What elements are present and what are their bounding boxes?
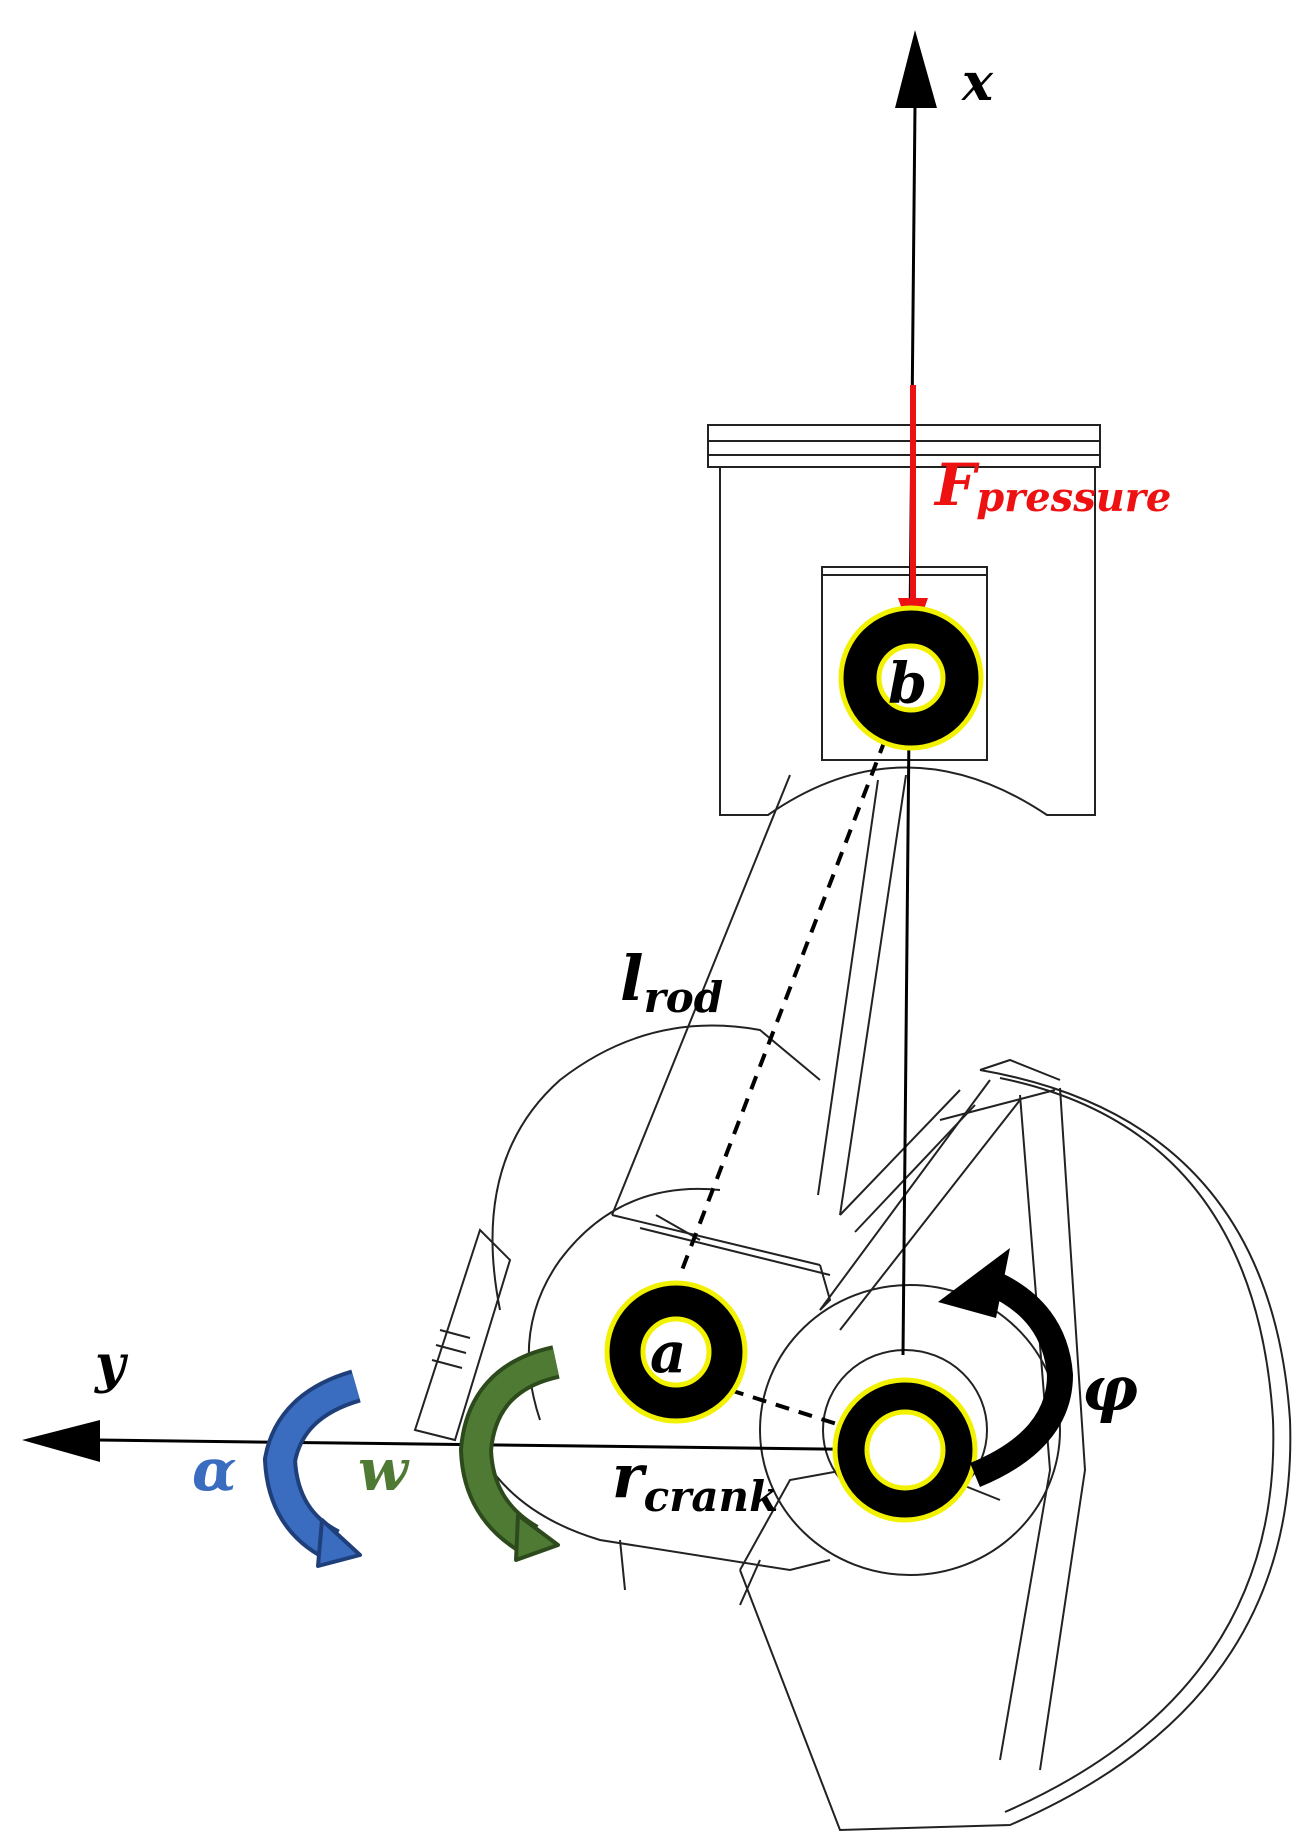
omega-label: w — [358, 1436, 410, 1504]
x-axis-arrowhead — [895, 30, 937, 108]
pressure-force-arrow — [898, 385, 928, 640]
pressure-force-main: F — [933, 451, 980, 519]
crank-radius-label: rcrank — [612, 1442, 778, 1521]
crank-radius-main: r — [612, 1442, 648, 1512]
joint-b — [838, 605, 984, 751]
y-axis-arrowhead — [22, 1420, 100, 1462]
y-axis-label: y — [94, 1334, 129, 1395]
pressure-force-label: Fpressure — [933, 451, 1171, 521]
crank-radius-line — [729, 1388, 841, 1427]
rod-length-label: lrod — [620, 942, 723, 1022]
joint-b-label: b — [888, 651, 927, 717]
phi-rotation-arrow — [938, 1248, 1074, 1488]
rod-length-subscript: rod — [644, 973, 724, 1022]
joint-crank-center — [832, 1377, 978, 1523]
phi-label: φ — [1082, 1352, 1138, 1425]
rod-length-main: l — [620, 942, 644, 1015]
alpha-rotation-arrow — [262, 1369, 362, 1568]
y-axis — [22, 1420, 904, 1462]
joint-a — [604, 1280, 748, 1424]
x-axis-label: x — [961, 52, 994, 113]
crank-side-block — [413, 1228, 512, 1442]
connecting-rod — [611, 774, 976, 1311]
omega-rotation-arrow — [458, 1345, 561, 1562]
piston — [707, 424, 1101, 816]
crank-radius-subscript: crank — [644, 1472, 779, 1521]
alpha-label: α — [192, 1436, 237, 1504]
joint-a-label: a — [650, 1320, 686, 1386]
pressure-force-subscript: pressure — [976, 474, 1171, 521]
